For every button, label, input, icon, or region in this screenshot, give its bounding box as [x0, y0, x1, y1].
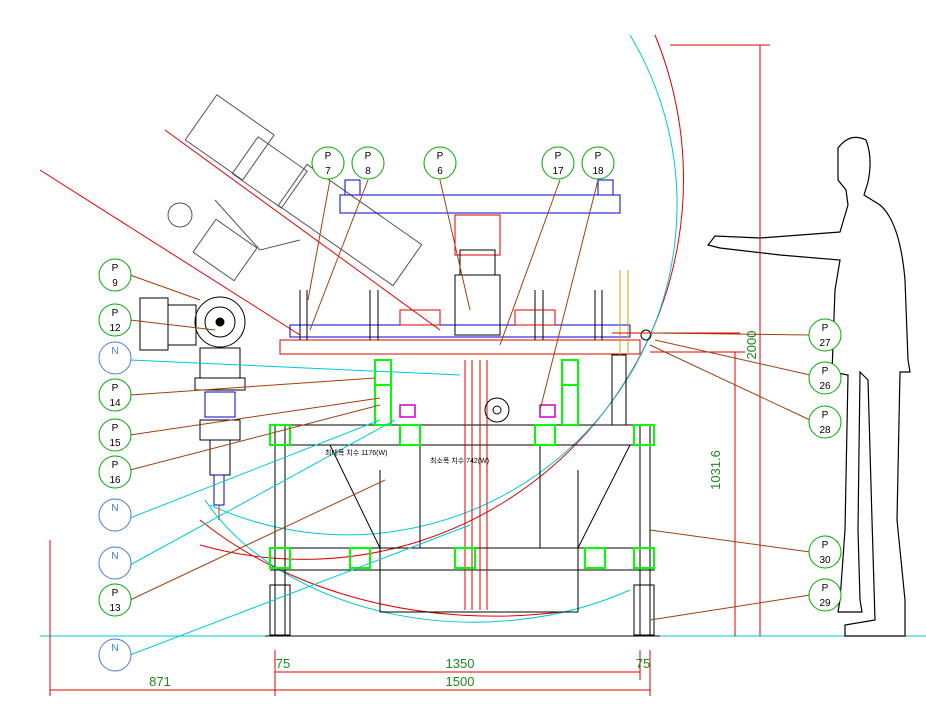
balloon-p17: P 17: [541, 146, 575, 180]
balloon-n2: N: [98, 498, 132, 532]
svg-text:P: P: [595, 151, 602, 162]
svg-text:26: 26: [819, 381, 831, 392]
svg-text:12: 12: [109, 323, 121, 334]
red-diagonal-line-2: [164, 129, 441, 331]
dimension-lines: [49, 44, 770, 696]
svg-text:30: 30: [819, 555, 831, 566]
balloons-layer: P7 P8 P6 P17 P18 P9 P12 N P14 P15 P16 N …: [98, 146, 842, 672]
red-reach-arc: [199, 34, 684, 560]
svg-text:P: P: [555, 151, 562, 162]
dim-871: 871: [149, 674, 171, 689]
svg-text:8: 8: [365, 166, 371, 177]
svg-text:P: P: [822, 410, 829, 421]
top-table: [279, 290, 641, 355]
feet: [269, 584, 655, 636]
svg-text:P: P: [822, 366, 829, 377]
blue-leader-lines: [129, 359, 471, 656]
balloon-p9: P9: [98, 258, 132, 292]
balloon-p30: P 30: [808, 535, 842, 569]
svg-text:N: N: [111, 643, 118, 654]
balloon-p7: P7: [311, 146, 345, 180]
svg-text:P: P: [822, 540, 829, 551]
dim-1350: 1350: [446, 656, 475, 671]
svg-text:P: P: [365, 151, 372, 162]
svg-text:N: N: [111, 551, 118, 562]
balloon-p8: P8: [351, 146, 385, 180]
svg-text:27: 27: [819, 338, 831, 349]
svg-text:14: 14: [109, 398, 121, 409]
svg-text:N: N: [111, 346, 118, 357]
robot-base-motor: [139, 296, 246, 520]
svg-text:P: P: [112, 383, 119, 394]
svg-text:7: 7: [325, 166, 331, 177]
balloon-p18: P 18: [581, 146, 615, 180]
svg-text:9: 9: [112, 278, 118, 289]
balloon-p27: P 27: [808, 318, 842, 352]
svg-text:28: 28: [819, 425, 831, 436]
balloon-p13: P 13: [98, 583, 132, 617]
svg-text:29: 29: [819, 598, 831, 609]
dim-75-left: 75: [276, 656, 290, 671]
svg-text:13: 13: [109, 603, 121, 614]
dim-1031: 1031.6: [708, 450, 723, 490]
balloon-p15: P 15: [98, 418, 132, 452]
note-max-width: 최대폭 치수 1176(W): [325, 448, 387, 457]
green-blocks: [269, 359, 655, 569]
center-column: [464, 360, 488, 610]
dim-75-right: 75: [636, 656, 650, 671]
balloon-p26: P 26: [808, 361, 842, 395]
human-silhouette: [706, 136, 911, 637]
blue-inner-arc: [204, 499, 631, 623]
dim-2000: 2000: [744, 331, 759, 360]
balloon-p28: P 28: [808, 405, 842, 439]
svg-text:6: 6: [437, 166, 443, 177]
gear-wheel: [484, 397, 510, 423]
balloon-p29: P 29: [808, 578, 842, 612]
balloon-n1: N: [98, 341, 132, 375]
balloon-p16: P 16: [98, 455, 132, 489]
svg-text:16: 16: [109, 475, 121, 486]
svg-text:N: N: [111, 503, 118, 514]
balloon-p12: P 12: [98, 303, 132, 337]
svg-text:P: P: [112, 588, 119, 599]
magenta-fixtures: [399, 404, 556, 418]
svg-text:P: P: [112, 308, 119, 319]
svg-text:17: 17: [552, 166, 564, 177]
dim-1500: 1500: [446, 674, 475, 689]
svg-text:P: P: [437, 151, 444, 162]
overhead-beam: [339, 179, 621, 336]
svg-text:P: P: [112, 460, 119, 471]
right-bracket: [611, 270, 740, 426]
svg-text:P: P: [325, 151, 332, 162]
leader-lines: [129, 179, 811, 621]
svg-text:P: P: [112, 423, 119, 434]
red-diagonal-line-1: [39, 169, 301, 336]
balloon-n3: N: [98, 546, 132, 580]
balloon-p6: P6: [423, 146, 457, 180]
balloon-p14: P 14: [98, 378, 132, 412]
note-min-width: 최소폭 치수 742(W): [430, 456, 489, 465]
svg-text:15: 15: [109, 438, 121, 449]
robot-arm-sketch: [167, 94, 423, 287]
svg-text:P: P: [822, 323, 829, 334]
svg-text:18: 18: [592, 166, 604, 177]
svg-text:P: P: [112, 263, 119, 274]
balloon-n4: N: [98, 638, 132, 672]
svg-text:P: P: [822, 583, 829, 594]
